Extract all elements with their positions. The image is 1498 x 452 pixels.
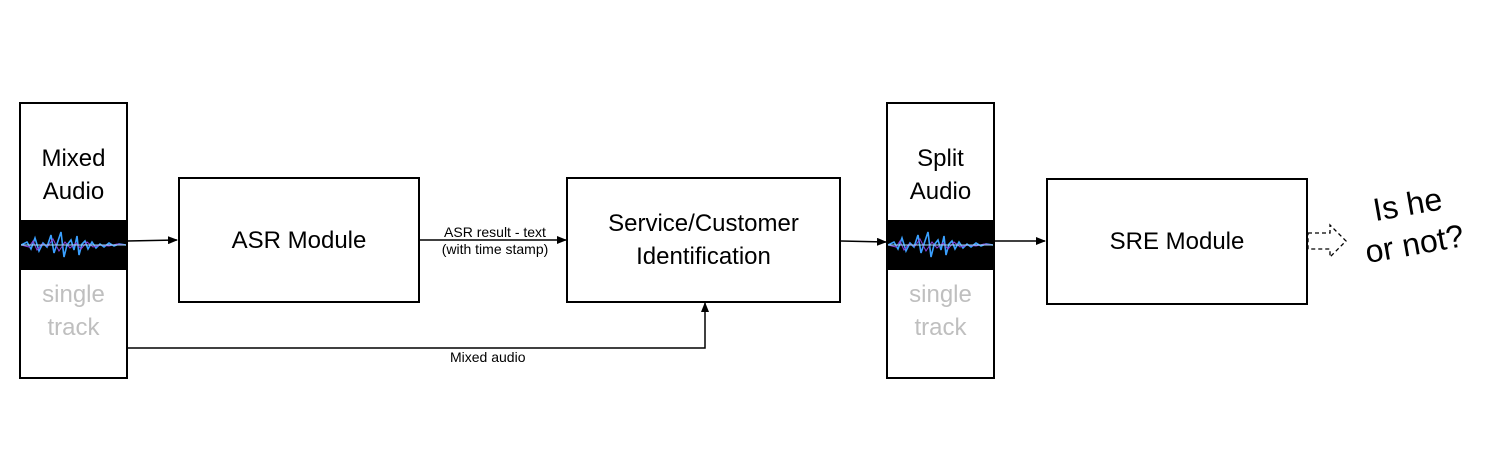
asr-result-edge-label: ASR result - text (with time stamp) [422,224,568,258]
split-audio-title-line2: Audio [909,178,972,205]
arrow-mixed-to-asr [126,236,178,245]
mixed-audio-title-line2: Audio [42,178,105,205]
asr-result-line2: (with time stamp) [441,241,549,257]
mixed-audio-title-line1: Mixed [41,145,106,172]
asr-module-label: ASR Module [231,226,367,254]
audio-waveform-image [888,220,993,270]
audio-waveform-image [21,220,126,270]
sre-module-label: SRE Module [1109,228,1245,255]
asr-result-line1: ASR result - text [444,224,546,240]
identification-line2: Identification [636,243,771,270]
mixed-audio-box: Mixed Audio single track [19,102,128,379]
arrow-mixed-audio-to-identification [127,302,709,349]
arrow-identification-to-split [840,237,887,246]
split-audio-sub-line2: track [914,314,967,341]
mixed-audio-sub-line2: track [47,314,100,341]
mixed-audio-edge-label: Mixed audio [450,349,526,365]
asr-module-box: ASR Module [178,177,420,303]
split-audio-box: Split Audio single track [886,102,995,379]
identification-line1: Service/Customer [608,210,799,237]
identification-box: Service/Customer Identification [566,177,841,303]
sre-module-box: SRE Module [1046,178,1308,305]
split-audio-title-line1: Split [917,145,964,172]
output-arrow [1307,223,1347,259]
mixed-audio-sub-line1: single [42,281,105,308]
split-audio-sub-line1: single [909,281,972,308]
